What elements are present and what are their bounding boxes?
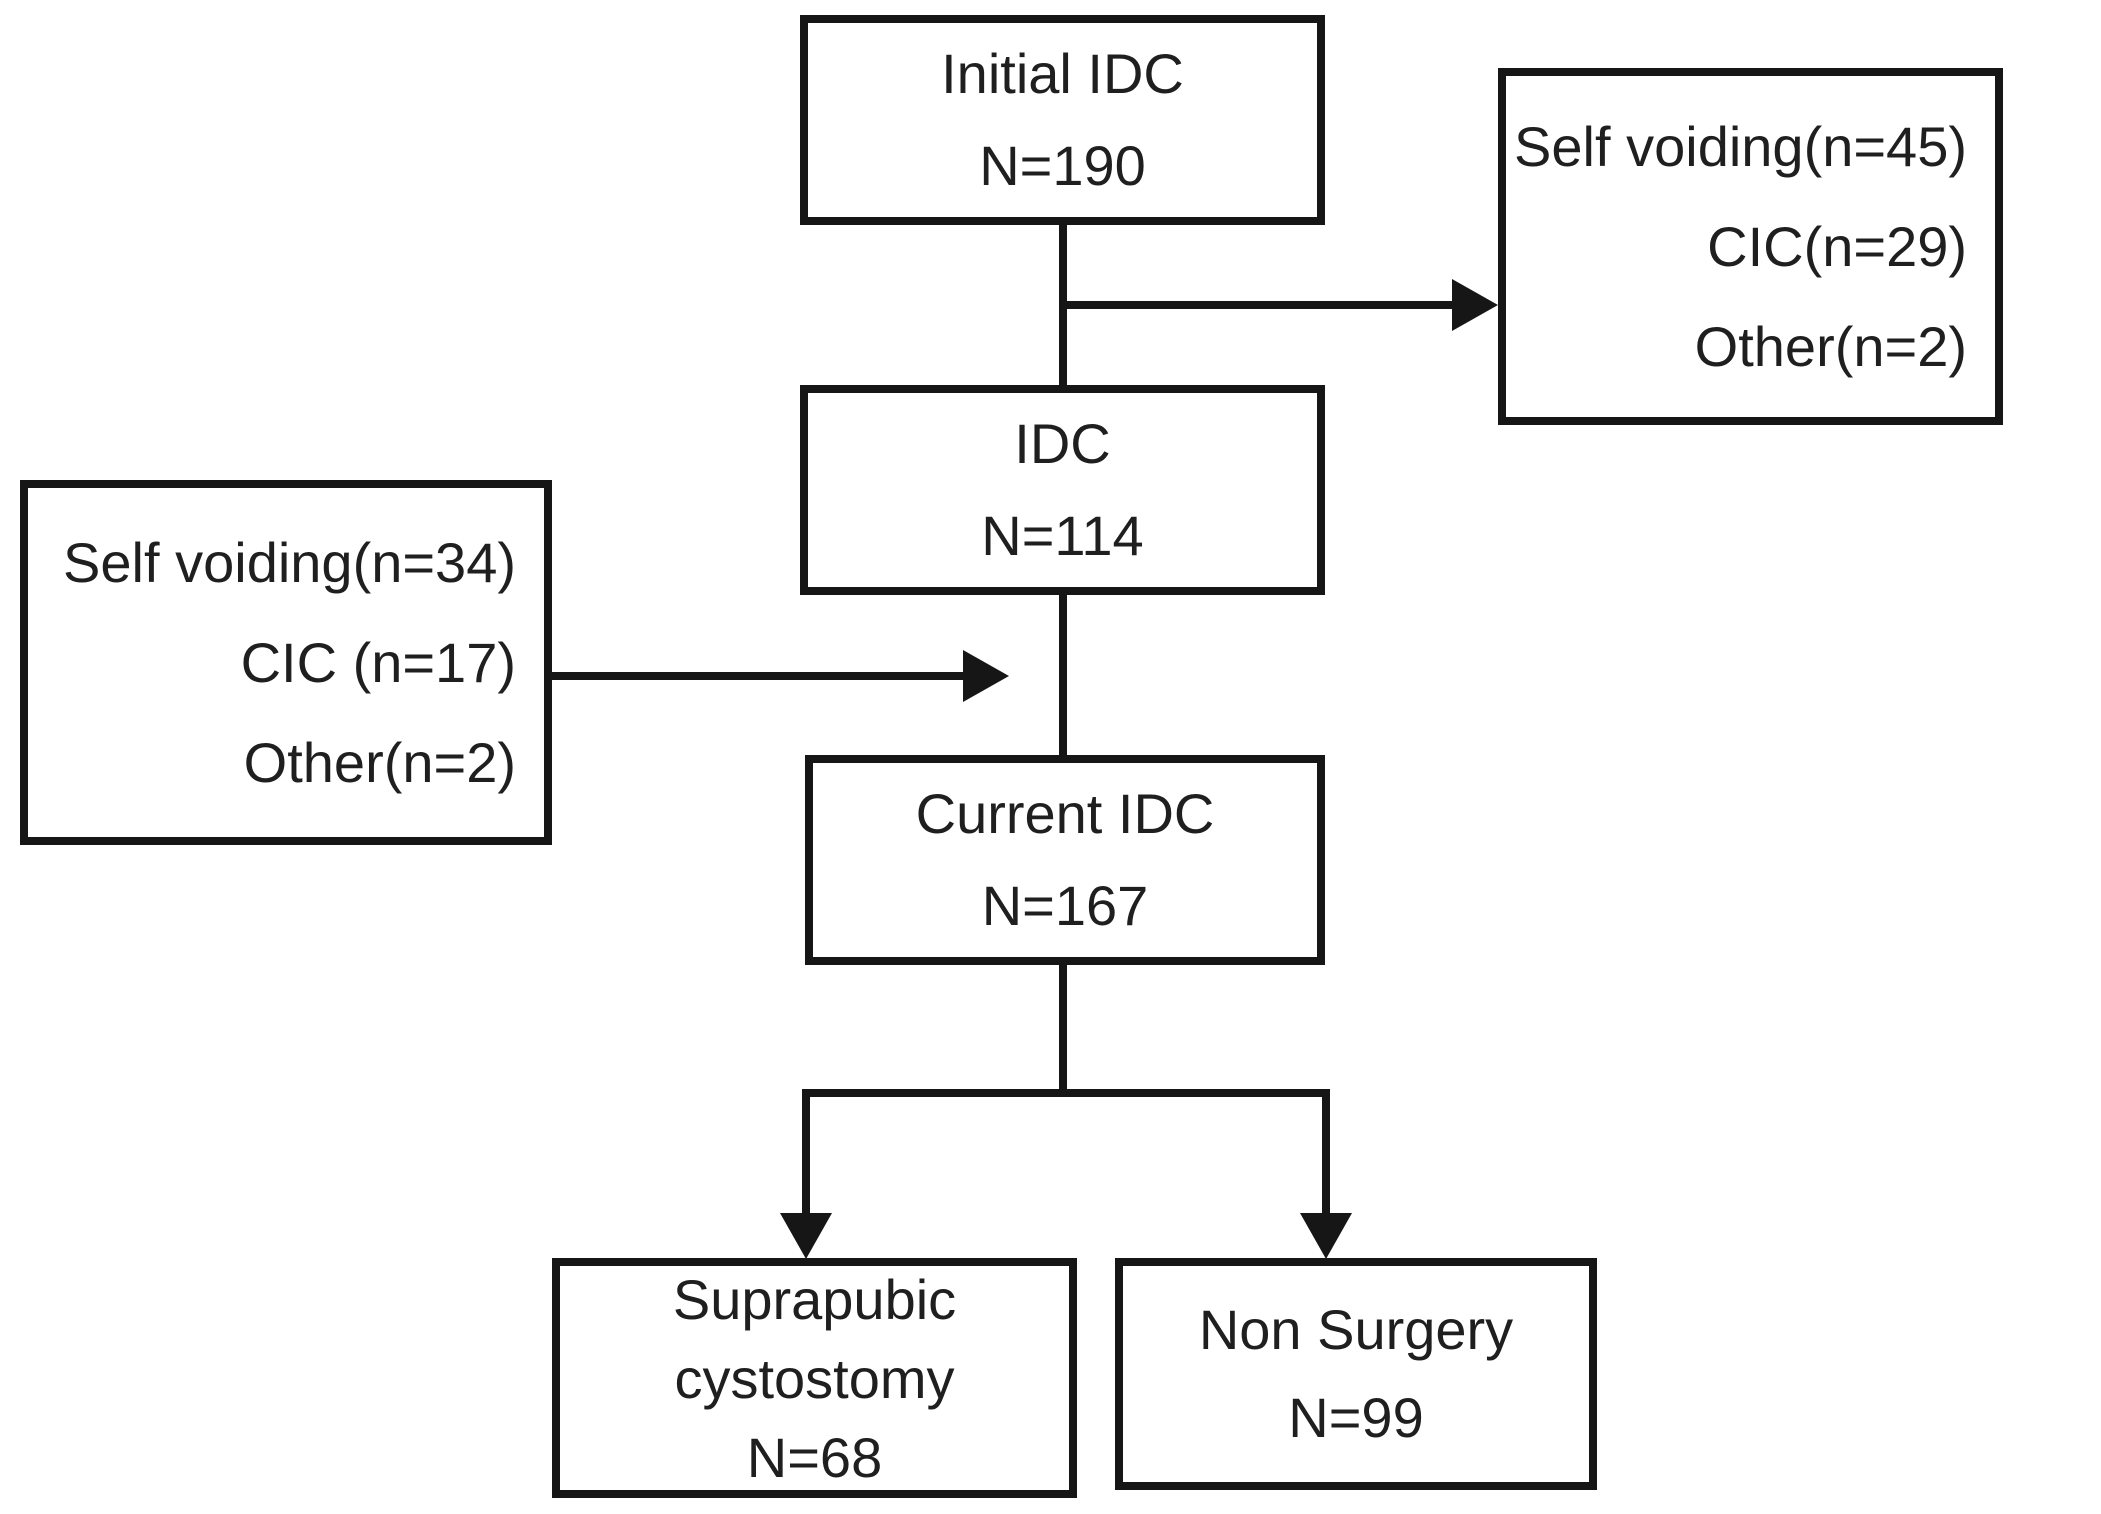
suprapubic-cystostomy-box: Suprapubic cystostomy N=68 [552, 1258, 1077, 1498]
excluded-idc-box: Self voiding(n=34) CIC (n=17) Other(n=2) [20, 480, 552, 845]
non-surgery-box: Non Surgery N=99 [1115, 1258, 1597, 1490]
node-line: Self voiding(n=45) [1514, 114, 1967, 178]
node-line: Non Surgery [1198, 1298, 1514, 1361]
connector-idc-to-current [1059, 595, 1067, 755]
node-line: N=114 [981, 504, 1144, 567]
arrowhead-right-icon [963, 650, 1009, 702]
connector-from-excluded-idc [552, 672, 965, 680]
node-line: Other(n=2) [1694, 314, 1967, 378]
node-line: IDC [1014, 412, 1111, 475]
connector-to-non-surgery [1322, 1089, 1330, 1221]
node-line: N=99 [1288, 1386, 1424, 1449]
arrowhead-down-icon [1300, 1213, 1352, 1259]
node-line: N=68 [746, 1425, 883, 1489]
node-line: CIC(n=29) [1707, 214, 1967, 278]
current-idc-box: Current IDC N=167 [805, 755, 1325, 965]
arrowhead-down-icon [780, 1213, 832, 1259]
node-line: Suprapubic [672, 1267, 957, 1331]
node-line: CIC (n=17) [240, 630, 516, 694]
node-line: Self voiding(n=34) [63, 530, 516, 594]
excluded-initial-box: Self voiding(n=45) CIC(n=29) Other(n=2) [1498, 68, 2003, 425]
node-line: Other(n=2) [243, 730, 516, 794]
initial-idc-box: Initial IDC N=190 [800, 15, 1325, 225]
node-line: cystostomy [674, 1346, 955, 1410]
split-bar [802, 1089, 1330, 1097]
node-line: N=167 [981, 874, 1149, 937]
arrowhead-right-icon [1452, 279, 1498, 331]
node-line: N=190 [979, 134, 1146, 197]
node-line: Initial IDC [941, 42, 1184, 105]
idc-box: IDC N=114 [800, 385, 1325, 595]
connector-to-excluded-initial [1063, 301, 1458, 309]
node-line: Current IDC [915, 782, 1215, 845]
connector-current-to-split [1059, 965, 1067, 1097]
connector-to-suprapubic [802, 1089, 810, 1221]
